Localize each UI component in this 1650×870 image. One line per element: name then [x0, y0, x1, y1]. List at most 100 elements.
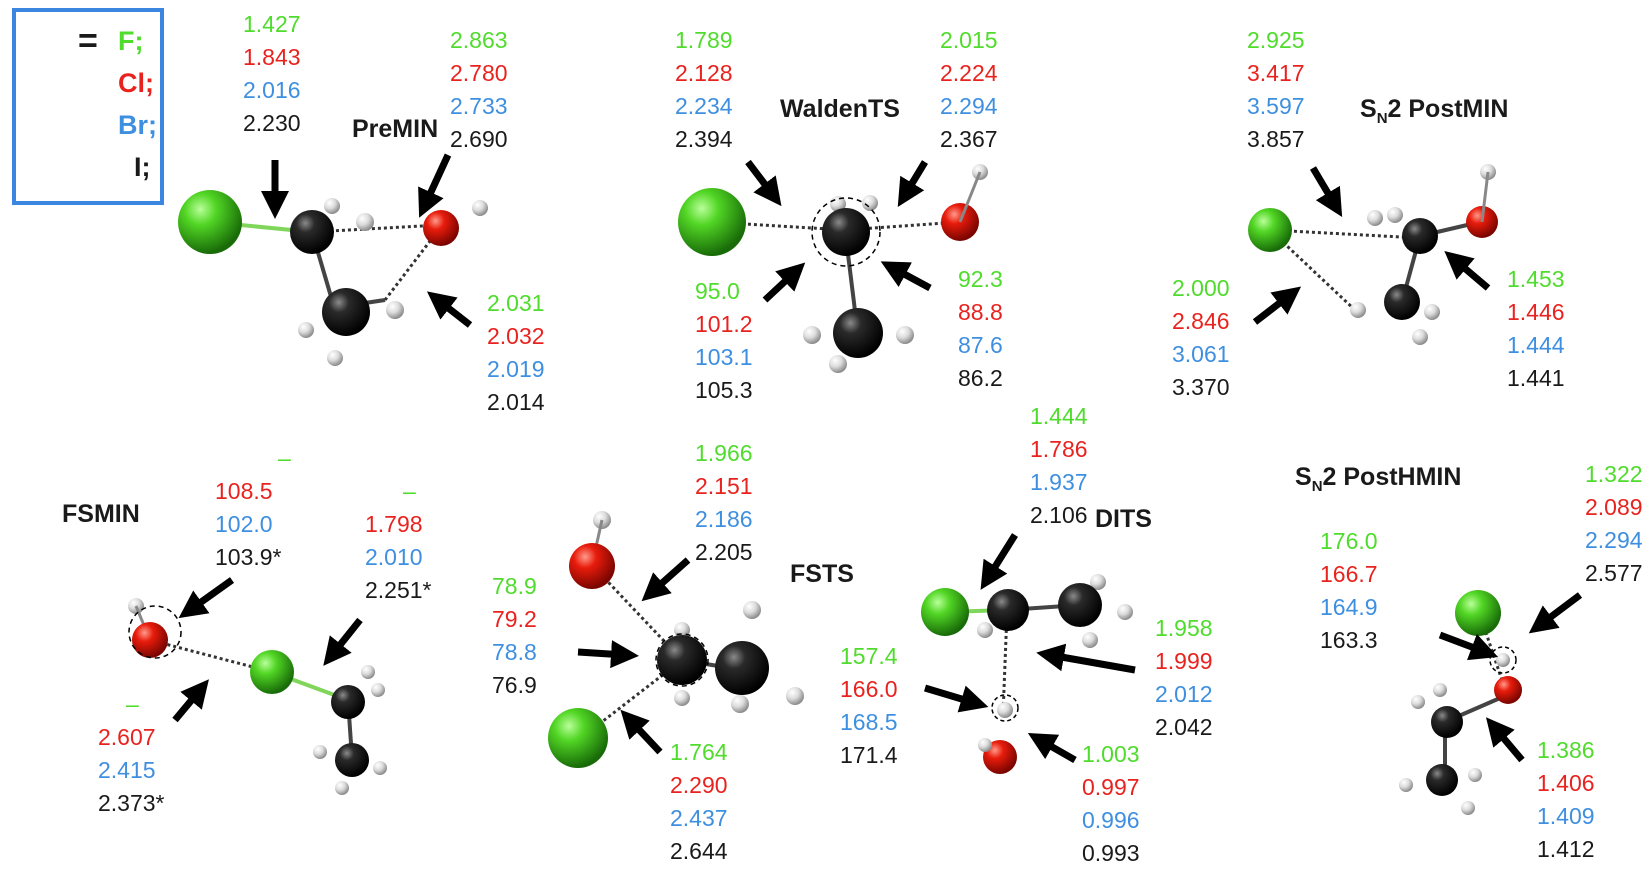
waldents-left-bond-values: 1.789 2.128 2.234 2.394 [675, 24, 733, 156]
value-cl: 166.0 [840, 676, 898, 702]
sn2-postmin-co-bond-values: 1.453 1.446 1.444 1.441 [1507, 263, 1565, 395]
sn2-postmin-molecule [1248, 164, 1498, 345]
legend-label-i: I; [134, 152, 151, 182]
value-i: 2.644 [670, 838, 728, 864]
value-i: 105.3 [695, 377, 753, 403]
title-s: S [1360, 95, 1377, 123]
waldents-molecule [678, 164, 988, 373]
value-i: 163.3 [1320, 627, 1378, 653]
value-br: 2.733 [450, 93, 508, 119]
value-br: 1.937 [1030, 469, 1088, 495]
value-cl: 2.032 [487, 323, 545, 349]
value-br: 2.012 [1155, 681, 1213, 707]
value-br: 0.996 [1082, 807, 1140, 833]
value-br: 2.186 [695, 506, 753, 532]
value-i: 3.370 [1172, 374, 1230, 400]
value-cl: 2.224 [940, 60, 998, 86]
sn2-posthmin-oh-bond-values: 1.386 1.406 1.409 1.412 [1537, 734, 1595, 866]
premin-hbond-values: 2.031 2.032 2.019 2.014 [487, 287, 545, 419]
value-br: 168.5 [840, 709, 898, 735]
value-br: 87.6 [958, 332, 1003, 358]
value-cl: 2.089 [1585, 494, 1643, 520]
value-f: 1.003 [1082, 741, 1140, 767]
value-cl: 1.446 [1507, 299, 1565, 325]
value-f: 176.0 [1320, 528, 1378, 554]
fsts-angle-values: 78.9 79.2 78.8 76.9 [492, 570, 537, 702]
value-f: 2.925 [1247, 27, 1305, 53]
fsts-molecule [548, 511, 804, 768]
fsts-oh-bond-values: 1.966 2.151 2.186 2.205 [695, 437, 753, 569]
premin-left-bond-values: 1.427 1.843 2.016 2.230 [243, 8, 301, 140]
value-cl: 1.786 [1030, 436, 1088, 462]
legend-label-br: Br; [118, 110, 157, 140]
value-f: 2.000 [1172, 275, 1230, 301]
value-br: 2.010 [365, 544, 423, 570]
title-subscript: N [1376, 110, 1388, 127]
legend-equals: = [78, 22, 98, 60]
value-f: 92.3 [958, 266, 1003, 292]
value-cl: 2.151 [695, 473, 753, 499]
fsmin-molecule [128, 598, 387, 795]
dits-arrow-oh [1027, 733, 1077, 764]
value-f: 78.9 [492, 573, 537, 599]
sn2-posthmin-arrow-oh [1485, 717, 1525, 763]
value-i: 1.441 [1507, 365, 1565, 391]
value-f: 157.4 [840, 643, 898, 669]
premin-right-bond-values: 2.863 2.780 2.733 2.690 [450, 24, 508, 156]
legend-box: = F; Cl; Br; I; [12, 8, 164, 205]
value-f: 2.031 [487, 290, 545, 316]
sn2-postmin-arrow-top [1309, 166, 1343, 218]
value-br: 3.597 [1247, 93, 1305, 119]
value-cl: 88.8 [958, 299, 1003, 325]
value-f: 1.427 [243, 11, 301, 37]
value-cl: 2.780 [450, 60, 508, 86]
value-cl: 0.997 [1082, 774, 1140, 800]
value-cl: 101.2 [695, 311, 753, 337]
waldents-title: WaldenTS [780, 95, 900, 123]
sn2-posthmin-xh-bond-values: 1.322 2.089 2.294 2.577 [1585, 458, 1643, 590]
value-i: 171.4 [840, 742, 898, 768]
value-i: 2.106 [1030, 502, 1088, 528]
value-f: – [403, 478, 416, 504]
value-f: – [126, 691, 139, 717]
fsmin-title: FSMIN [62, 500, 140, 528]
value-cl: 79.2 [492, 606, 537, 632]
value-f: 2.863 [450, 27, 508, 53]
fsts-title: FSTS [790, 560, 854, 588]
value-i: 103.9* [215, 544, 282, 570]
value-cl: 108.5 [215, 478, 273, 504]
waldents-arrow-right-angle [880, 261, 932, 292]
value-i: 2.251* [365, 577, 432, 603]
dits-molecule [921, 574, 1133, 774]
value-i: 2.373* [98, 790, 165, 816]
dits-cx-bond-values: 1.444 1.786 1.937 2.106 [1030, 400, 1088, 532]
sn2-postmin-top-bond-values: 2.925 3.417 3.597 3.857 [1247, 24, 1305, 156]
legend-label-f: F; [118, 26, 144, 56]
sn2-postmin-hbond-values: 2.000 2.846 3.061 3.370 [1172, 272, 1230, 404]
waldents-arrow-left-bond [745, 159, 782, 207]
fsmin-ox-bond-values: – 2.607 2.415 2.373* [98, 688, 165, 820]
premin-arrow-hbond [426, 291, 473, 328]
sn2-posthmin-arrow-xh [1528, 592, 1583, 634]
value-i: 3.857 [1247, 126, 1305, 152]
sn2-posthmin-arrow-angle [1438, 631, 1499, 661]
fsmin-arrow-ox [172, 679, 209, 723]
value-cl: 1.406 [1537, 770, 1595, 796]
value-br: 1.444 [1507, 332, 1565, 358]
value-i: 2.014 [487, 389, 545, 415]
value-br: 3.061 [1172, 341, 1230, 367]
premin-molecule [178, 190, 488, 366]
fsmin-arrow-cx [323, 617, 363, 666]
value-i: 2.230 [243, 110, 301, 136]
value-cl: 2.846 [1172, 308, 1230, 334]
title-subscript: N [1311, 478, 1323, 495]
value-br: 2.234 [675, 93, 733, 119]
value-cl: 2.128 [675, 60, 733, 86]
value-br: 164.9 [1320, 594, 1378, 620]
dits-angle-values: 157.4 166.0 168.5 171.4 [840, 640, 898, 772]
value-cl: 1.843 [243, 44, 301, 70]
value-cl: 166.7 [1320, 561, 1378, 587]
title-s: S [1295, 463, 1312, 491]
value-f: 1.322 [1585, 461, 1643, 487]
